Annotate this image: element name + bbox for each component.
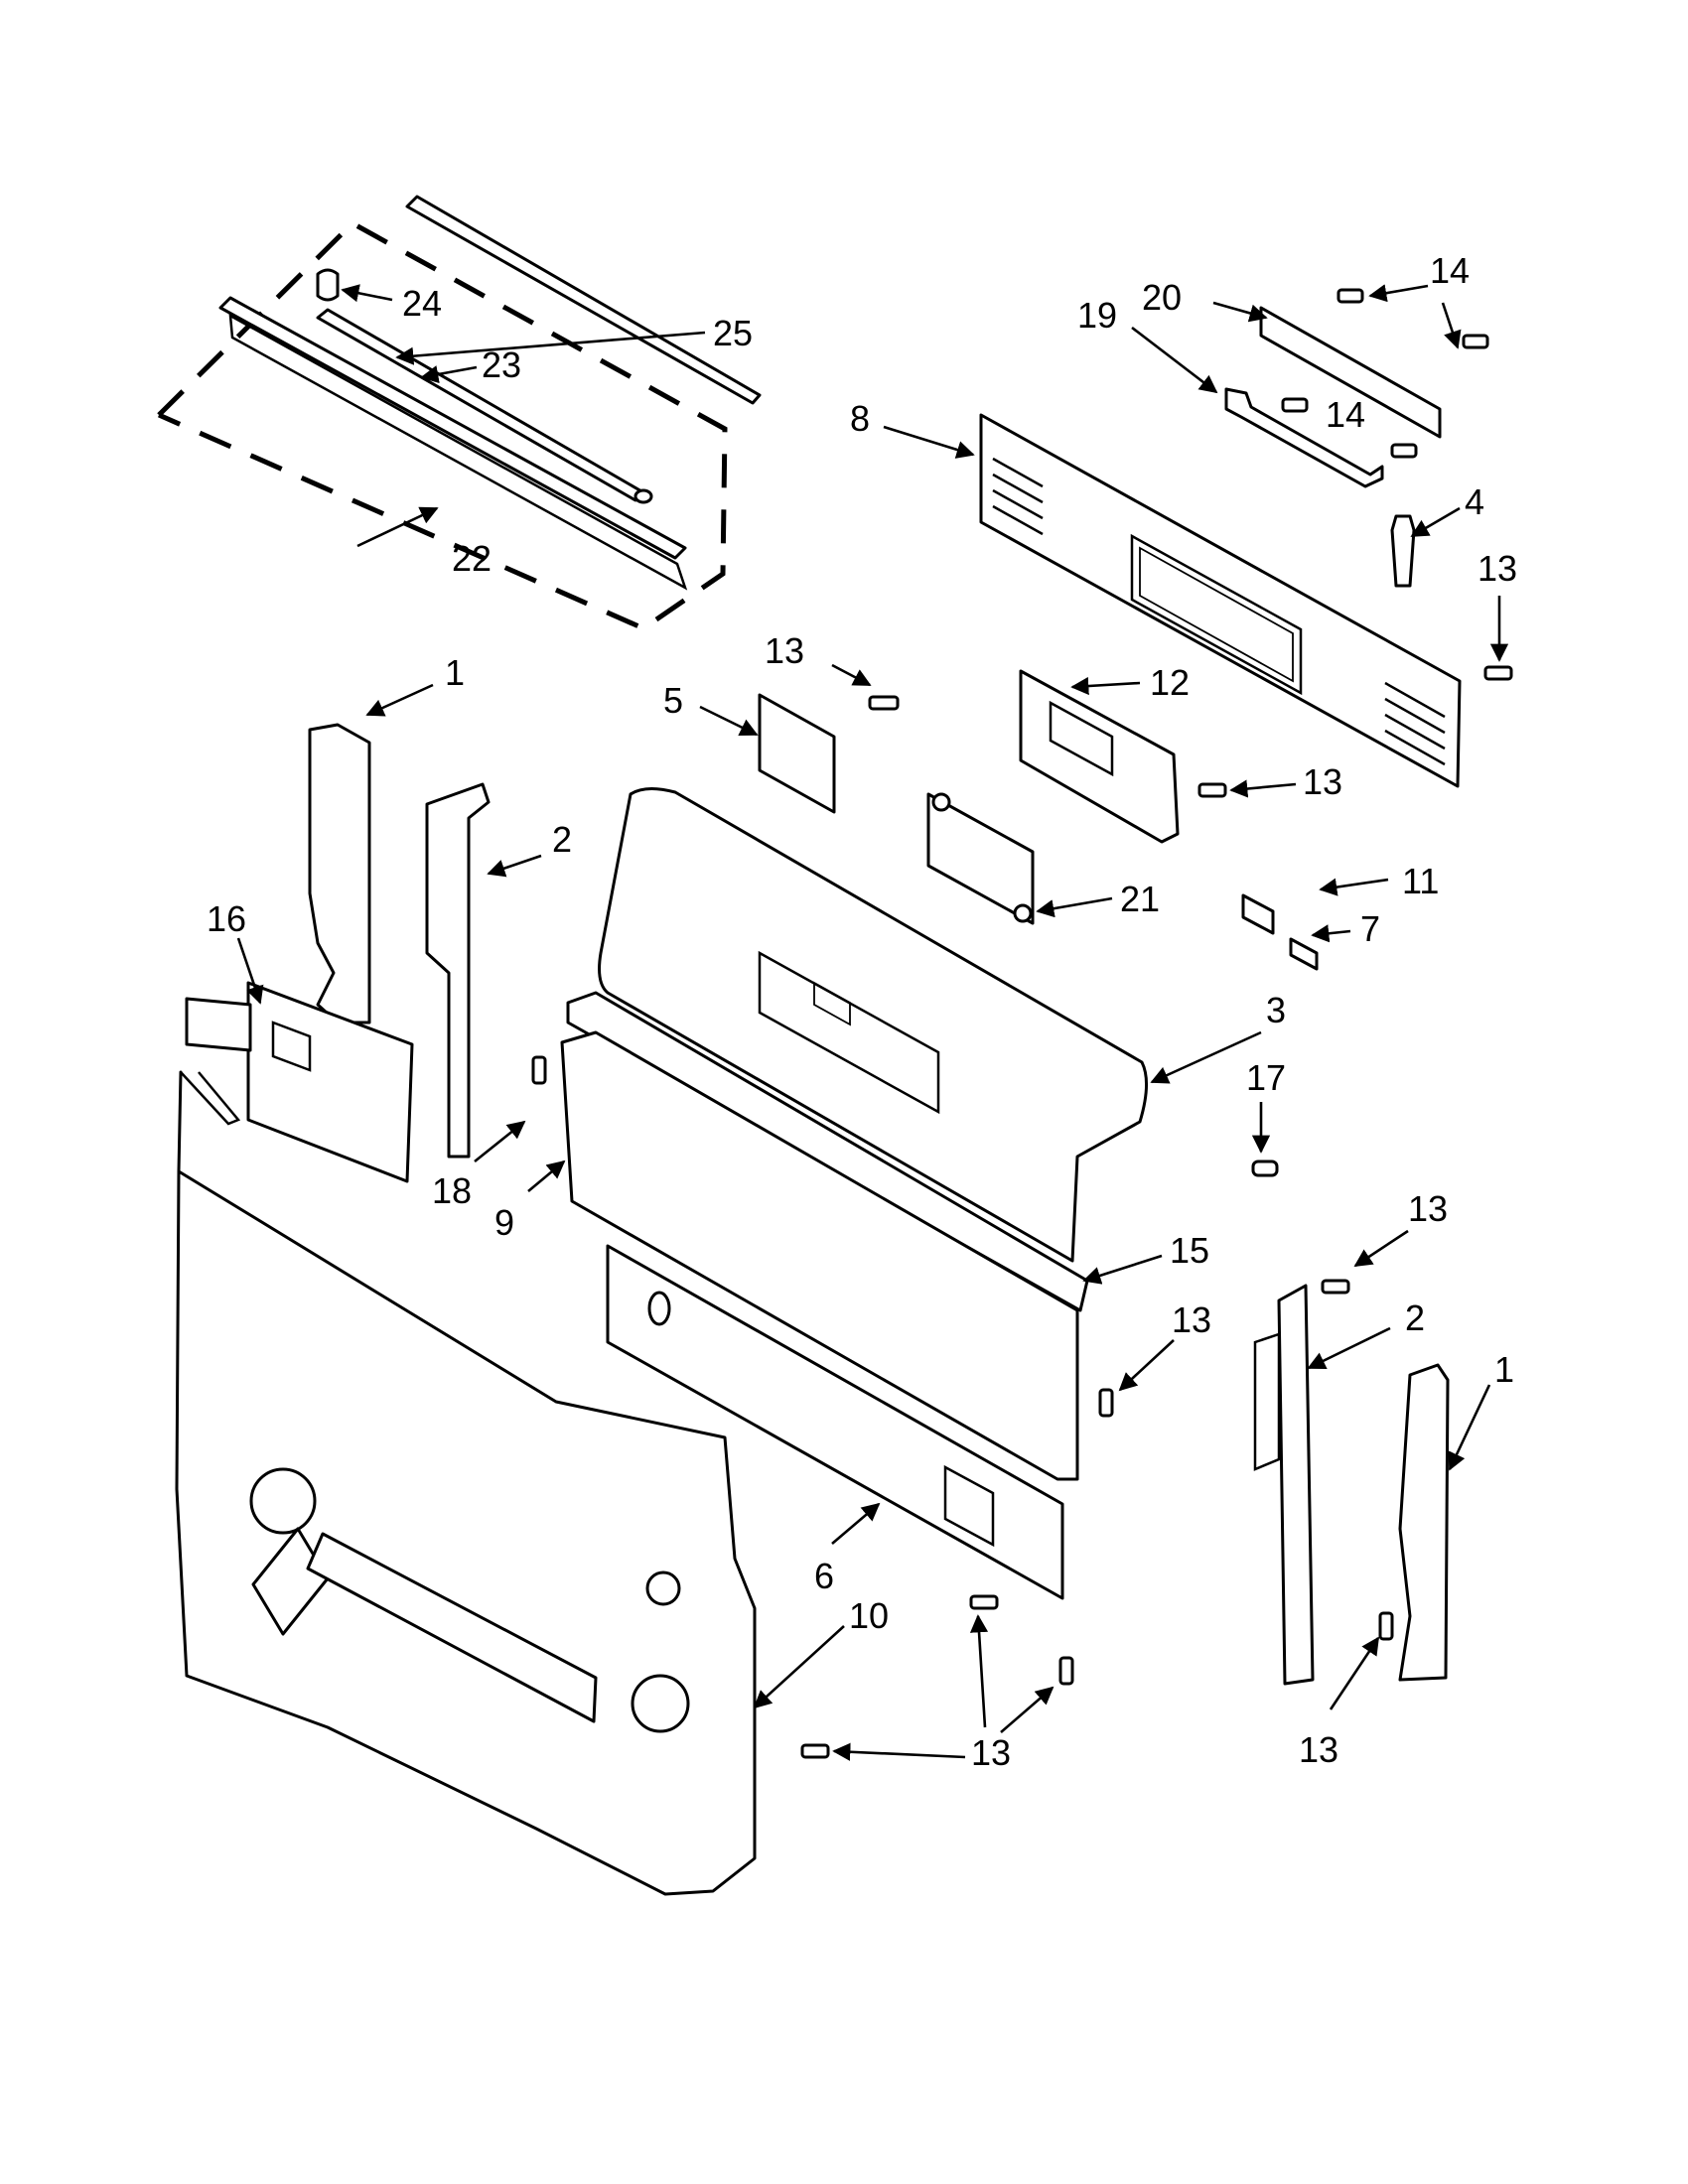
screw-17 xyxy=(1251,1160,1279,1177)
part-21-board xyxy=(926,792,1035,925)
callout-13-e: 13 xyxy=(1172,1299,1211,1340)
screw-14-d xyxy=(1390,443,1418,459)
callout-18: 18 xyxy=(432,1170,472,1211)
screw-14-c xyxy=(1281,397,1309,413)
screw-13-i xyxy=(1378,1611,1394,1641)
screw-13-g xyxy=(1058,1656,1074,1686)
control-boards xyxy=(758,669,1319,971)
part-11-screw xyxy=(1289,937,1319,971)
screw-13-a xyxy=(868,695,900,711)
part-10-back-panel xyxy=(175,1070,757,1896)
screw-14-b xyxy=(1462,334,1489,349)
part-1-left-cover xyxy=(308,723,371,1024)
part-2-left-rail xyxy=(425,782,491,1159)
callout-8: 8 xyxy=(850,398,870,439)
callout-15: 15 xyxy=(1170,1230,1209,1271)
part-8-panel xyxy=(979,413,1462,788)
part-16-ribbon xyxy=(185,997,252,1052)
part-9-frame xyxy=(560,1030,1079,1481)
screw-18 xyxy=(531,1055,547,1085)
right-side-pieces xyxy=(1253,1284,1450,1686)
screw-13-c xyxy=(1483,665,1513,681)
part-20-bracket xyxy=(1259,306,1442,439)
callout-11: 11 xyxy=(1402,861,1439,901)
part-23-rod xyxy=(316,308,645,502)
front-frame xyxy=(560,991,1089,1600)
callout-24: 24 xyxy=(402,283,442,324)
callout-7: 7 xyxy=(1360,908,1380,949)
callout-labels: 22 23 24 25 20 14 19 14 8 4 13 13 5 12 1… xyxy=(207,250,1517,1773)
callout-1-b: 1 xyxy=(1494,1349,1514,1390)
callout-20: 20 xyxy=(1142,277,1182,318)
callout-13-f: 13 xyxy=(971,1732,1011,1773)
callout-2-a: 2 xyxy=(552,819,572,860)
callout-17: 17 xyxy=(1246,1057,1286,1098)
callout-13-a: 13 xyxy=(1477,548,1517,589)
leader-lines xyxy=(236,284,1509,1761)
control-console xyxy=(598,787,1148,1263)
part-12-board xyxy=(1019,669,1180,844)
part-5-board xyxy=(758,693,836,814)
callout-3: 3 xyxy=(1266,990,1286,1030)
screw-13-b xyxy=(1197,782,1227,798)
part-24-clip xyxy=(316,268,340,302)
callout-14-b: 14 xyxy=(1326,394,1365,435)
part-16-keypad xyxy=(246,981,414,1183)
part-4-switch xyxy=(1390,514,1416,588)
part-22-channel xyxy=(218,296,687,560)
screw-13-h xyxy=(800,1743,830,1759)
screw-13-e xyxy=(1098,1388,1114,1418)
part-7-clip xyxy=(1241,893,1275,935)
part-25-rod xyxy=(405,195,762,405)
callout-10: 10 xyxy=(849,1595,889,1636)
callout-2-b: 2 xyxy=(1405,1297,1425,1338)
part-6-panel xyxy=(606,1244,1064,1600)
callout-1-a: 1 xyxy=(445,652,465,693)
part-3-console xyxy=(598,787,1148,1263)
callout-6: 6 xyxy=(814,1556,834,1596)
callout-9: 9 xyxy=(494,1202,514,1243)
screw-13-d xyxy=(1321,1279,1350,1295)
back-panel xyxy=(175,1070,757,1896)
callout-19: 19 xyxy=(1077,295,1117,336)
callout-13-d: 13 xyxy=(1408,1188,1448,1229)
callout-25: 25 xyxy=(713,313,753,353)
screw-13-f xyxy=(969,1594,999,1610)
callout-4: 4 xyxy=(1465,481,1484,522)
callout-12: 12 xyxy=(1150,662,1190,703)
callout-23: 23 xyxy=(482,344,521,385)
part-2-right-rail xyxy=(1277,1284,1315,1686)
callout-22: 22 xyxy=(452,538,492,579)
callout-5: 5 xyxy=(663,680,683,721)
callout-13-c: 13 xyxy=(1303,761,1342,802)
part-1-right-cover xyxy=(1398,1363,1450,1682)
rear-control-panel xyxy=(979,306,1462,788)
callout-13-b: 13 xyxy=(765,630,804,671)
part-19-bracket xyxy=(1224,387,1384,488)
screw-14-a xyxy=(1336,288,1364,304)
callout-14-a: 14 xyxy=(1430,250,1470,291)
fasteners xyxy=(531,288,1513,1759)
callout-13-g: 13 xyxy=(1299,1729,1338,1770)
left-side-pieces xyxy=(185,723,491,1183)
callout-16: 16 xyxy=(207,898,246,939)
callout-21: 21 xyxy=(1120,879,1160,919)
part-15-strip xyxy=(566,991,1089,1312)
